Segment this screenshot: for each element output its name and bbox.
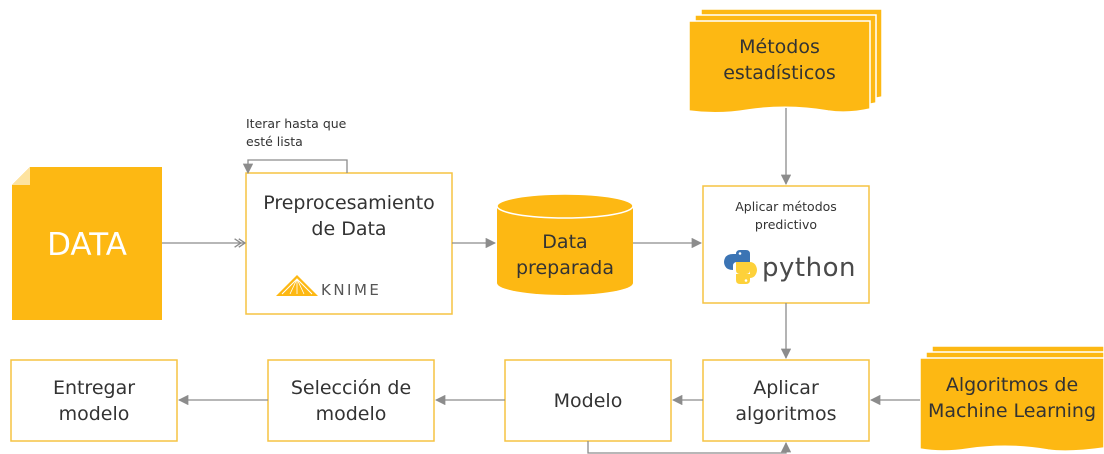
iterate-note: Iterar hasta que esté lista	[246, 116, 347, 149]
python-logo-icon	[724, 250, 757, 284]
ml-label: Algoritmos de Machine Learning	[927, 374, 1097, 422]
data-preparada-cylinder	[496, 193, 634, 295]
python-logo-text: python	[762, 253, 856, 283]
deliver-box-shape	[10, 359, 178, 442]
knime-logo-icon	[276, 275, 318, 296]
data-document-shape	[12, 167, 162, 320]
prepared-label: Data preparada	[515, 231, 614, 279]
predict-label: Aplicar métodos predictivo	[735, 199, 837, 232]
data-label: DATA	[47, 227, 127, 263]
stats-label: Métodos estadísticos	[723, 36, 836, 84]
select-box-shape	[267, 359, 435, 442]
apply-box-shape	[702, 359, 870, 442]
data-document-fold	[12, 167, 30, 185]
stats-stacked-document	[688, 8, 883, 114]
apply-label: Aplicar algoritmos	[735, 376, 837, 425]
select-label: Selección de modelo	[290, 376, 412, 425]
preprocess-label: Preprocesamiento de Data	[263, 192, 435, 240]
model-box-shape	[504, 359, 672, 442]
model-label: Modelo	[553, 389, 623, 412]
predict-box-shape	[702, 185, 870, 304]
iterate-loop-arrow	[242, 159, 348, 175]
knime-logo-text: KNIME	[321, 281, 382, 299]
deliver-label: Entregar modelo	[52, 376, 136, 425]
ml-stacked-document	[919, 345, 1104, 452]
preprocess-box-shape	[245, 172, 453, 315]
arrow-model-loop-to-apply	[587, 441, 792, 454]
